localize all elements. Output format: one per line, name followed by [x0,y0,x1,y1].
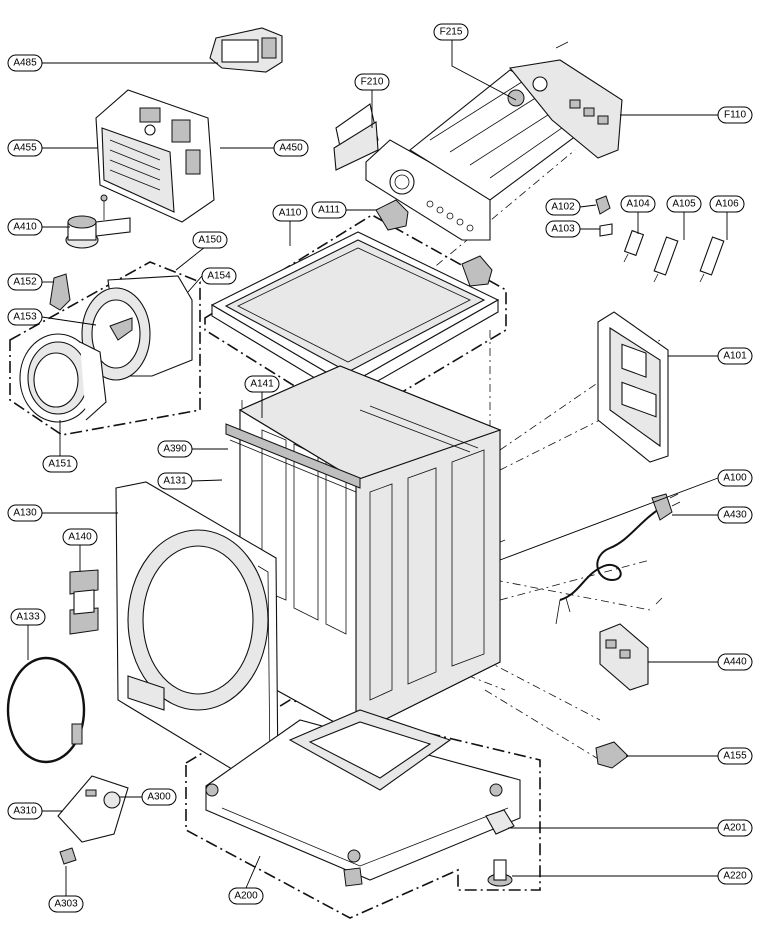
svg-text:A110: A110 [279,208,302,219]
svg-text:A303: A303 [54,899,78,910]
label-a303: A303 [48,895,84,913]
leader-lines [27,34,728,896]
svg-text:A151: A151 [48,459,72,470]
svg-text:A410: A410 [13,222,37,233]
svg-text:A155: A155 [723,751,747,762]
svg-text:F110: F110 [724,110,746,121]
svg-text:F215: F215 [440,27,463,38]
svg-text:A104: A104 [626,199,650,210]
svg-text:A485: A485 [13,58,37,69]
label-a105: A105 [666,195,702,213]
svg-text:A440: A440 [723,657,747,668]
label-a151: A151 [42,455,78,473]
label-a131: A131 [157,472,193,490]
svg-text:A105: A105 [672,199,696,210]
top-cover-group-outline [204,214,507,423]
drum-group-outline [9,261,201,436]
svg-text:A140: A140 [68,532,92,543]
svg-text:A455: A455 [13,143,37,154]
part-a110-top-cover [210,231,500,399]
label-a153: A153 [7,308,43,326]
svg-text:F210: F210 [361,77,384,88]
label-a150: A150 [192,231,228,249]
label-a133: A133 [10,608,46,626]
svg-text:A153: A153 [13,312,37,323]
svg-text:A130: A130 [13,508,37,519]
label-a152: A152 [7,273,43,291]
part-a455-a450-pcb [95,89,215,223]
part-a201-a220 [485,809,515,887]
part-a130-front-panel [115,481,279,781]
svg-text:A300: A300 [147,792,171,803]
part-a390-bracket [225,423,361,493]
svg-text:A101: A101 [723,351,747,362]
label-a450: A450 [273,139,309,157]
label-f210: F210 [354,73,390,91]
part-a300-a310 [57,775,129,865]
label-a455: A455 [7,139,43,157]
label-a220: A220 [717,867,753,885]
svg-text:A201: A201 [723,823,747,834]
label-a111: A111 [311,201,347,219]
label-a310: A310 [7,802,43,820]
svg-text:A103: A103 [551,224,575,235]
svg-text:A430: A430 [723,510,747,521]
label-a300: A300 [141,788,177,806]
label-a140: A140 [62,528,98,546]
part-a150-drum [81,275,193,381]
svg-text:A111: A111 [318,205,340,216]
label-a103: A103 [545,220,581,238]
label-a102: A102 [545,198,581,216]
svg-text:A450: A450 [279,143,303,154]
part-a111-hinges [375,199,493,287]
label-a100: A100 [717,469,753,487]
part-a101-back-panel [597,311,669,463]
part-a102-a106 [595,195,725,283]
part-a151-door [19,333,107,423]
svg-text:A154: A154 [207,271,231,282]
label-a200: A200 [228,887,264,905]
svg-text:A133: A133 [16,612,40,623]
label-a154: A154 [201,267,237,285]
svg-text:A131: A131 [163,476,187,487]
svg-text:A102: A102 [551,202,575,213]
svg-text:A150: A150 [198,235,222,246]
label-a410: A410 [7,218,43,236]
part-a430-power-cord [555,493,681,625]
label-a201: A201 [717,819,753,837]
svg-text:A106: A106 [715,199,739,210]
part-a485 [209,27,283,73]
label-a485: A485 [7,54,43,72]
label-a440: A440 [717,653,753,671]
label-a390: A390 [157,440,193,458]
part-a440-filter [599,597,663,691]
svg-text:A220: A220 [723,871,747,882]
part-a100-cabinet [238,365,502,735]
label-a104: A104 [620,195,656,213]
label-f215: F215 [433,23,469,41]
label-a130: A130 [7,504,43,522]
label-a101: A101 [717,347,753,365]
part-a140-hinge [69,569,99,635]
part-a200-base [205,709,521,887]
label-a430: A430 [717,506,753,524]
svg-text:A141: A141 [250,379,274,390]
label-a110: A110 [272,204,308,222]
label-f110: F110 [717,106,753,124]
svg-text:A310: A310 [13,806,37,817]
label-a141: A141 [244,375,280,393]
svg-text:A100: A100 [723,473,747,484]
label-a106: A106 [709,195,745,213]
part-a133-ring [6,656,86,764]
part-control-panel [333,41,623,241]
label-a155: A155 [717,747,753,765]
svg-text:A200: A200 [234,891,258,902]
part-a410 [65,194,131,249]
part-a155 [595,741,629,769]
svg-text:A152: A152 [13,277,37,288]
part-a152-a153 [49,273,71,311]
part-labels: A485 F215 F210 F110 A455 A450 A410 A110 … [7,23,753,913]
svg-text:A390: A390 [163,444,187,455]
